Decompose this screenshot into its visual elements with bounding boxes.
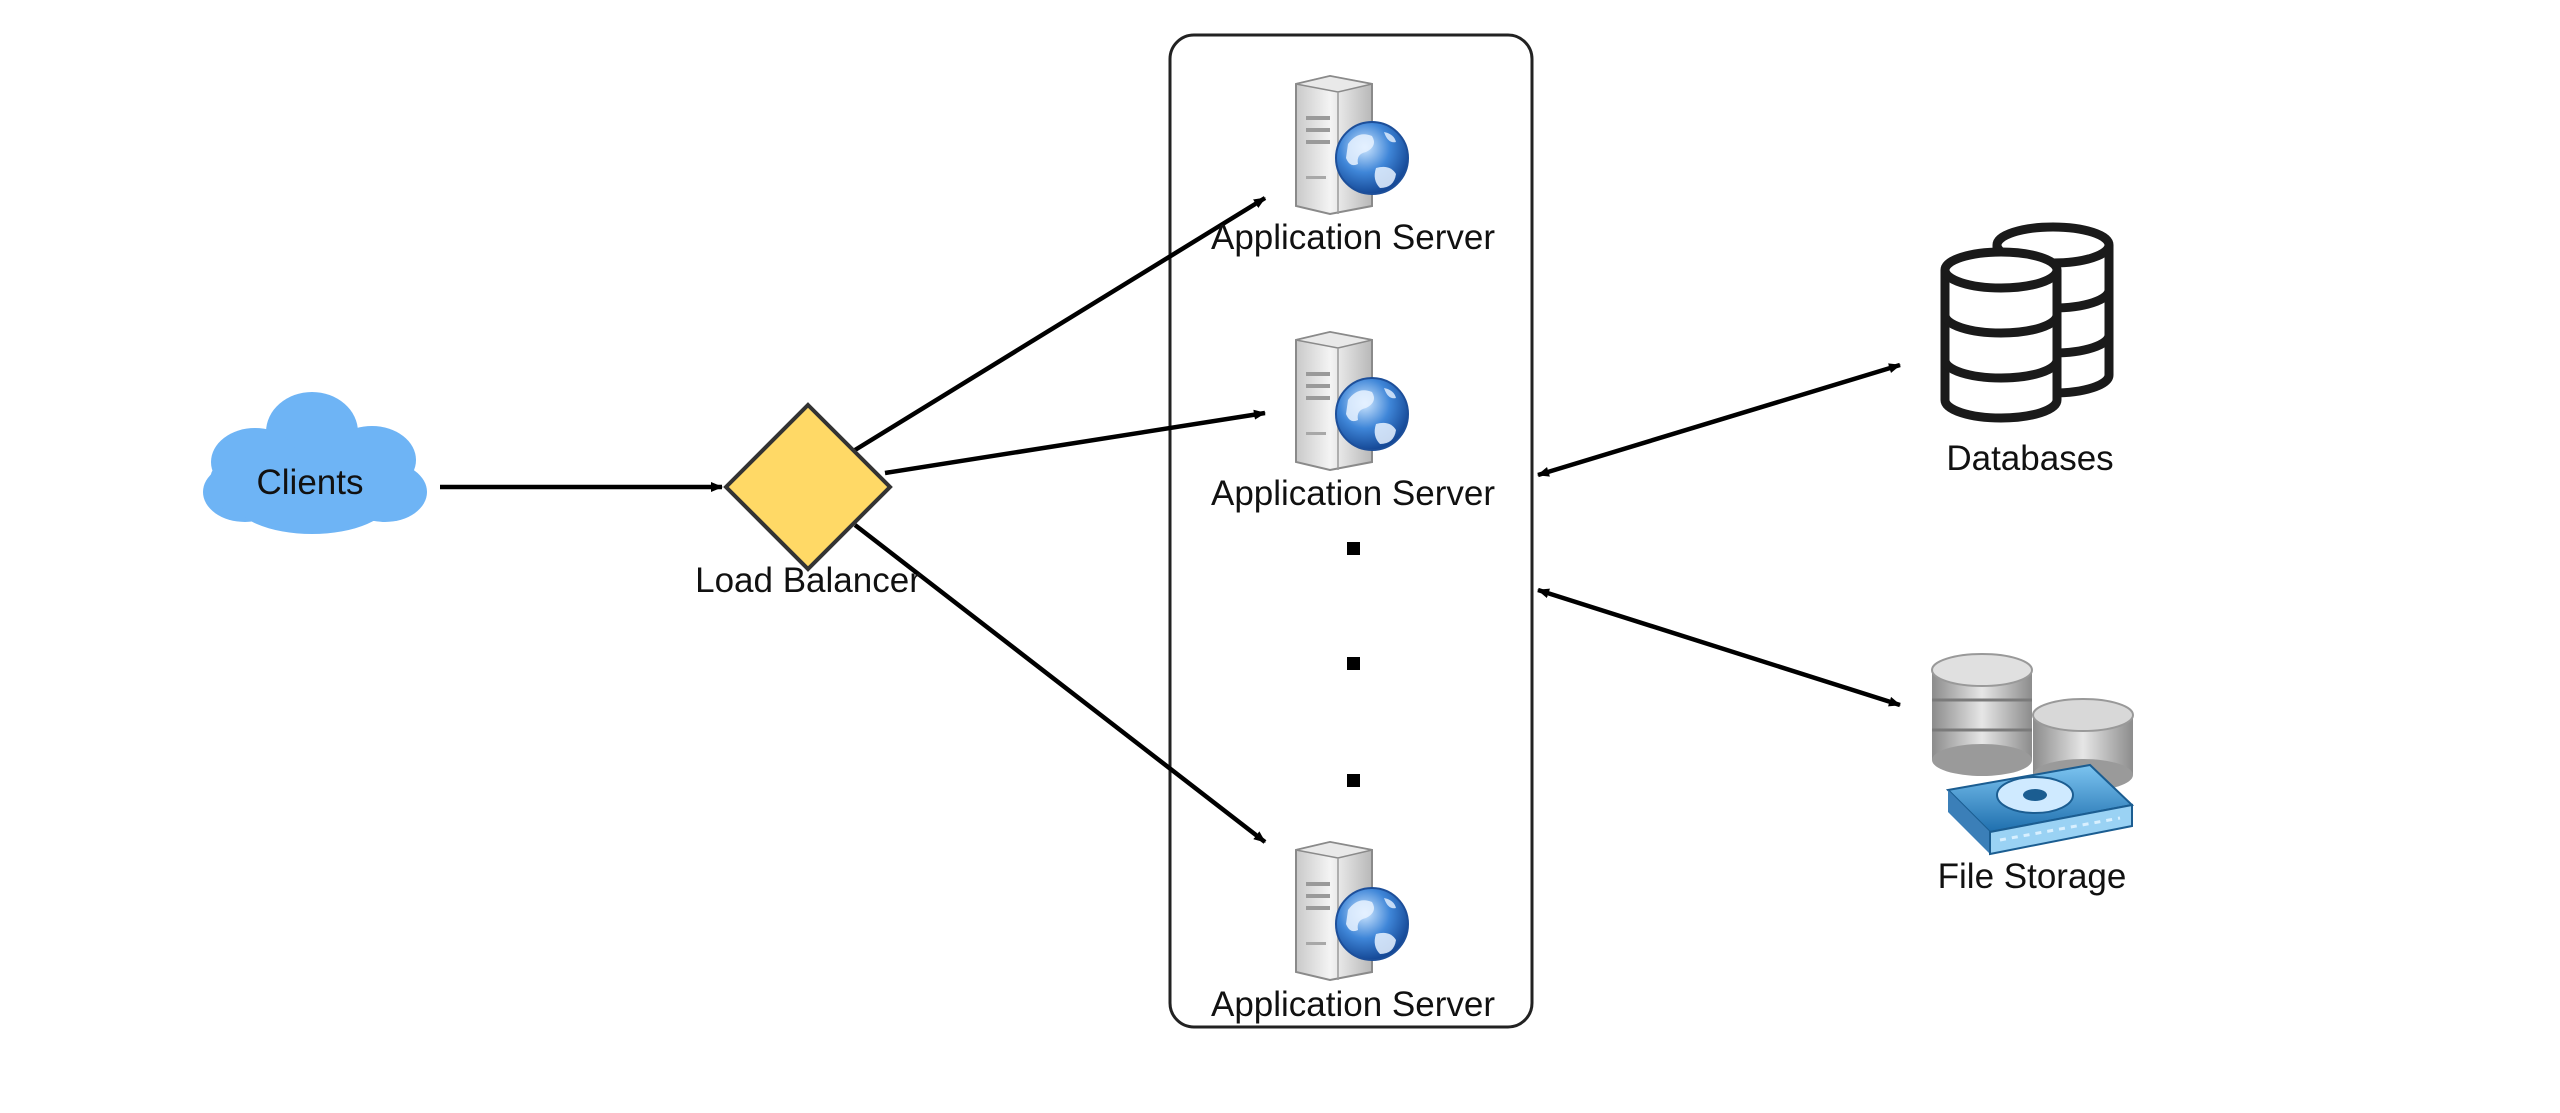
databases-node: Databases xyxy=(1940,222,2114,478)
database-stack-icon xyxy=(1940,222,2114,423)
clients-label: Clients xyxy=(257,463,364,502)
web-server-icon xyxy=(1295,841,1409,981)
databases-label: Databases xyxy=(1946,439,2113,478)
web-server-icon xyxy=(1295,331,1409,471)
web-server-icon xyxy=(1295,75,1409,215)
load-balancer-node: Load Balancer xyxy=(695,402,921,600)
app-server-1: Application Server xyxy=(1211,75,1495,257)
app-server-2: Application Server xyxy=(1211,331,1495,513)
ellipsis-dot xyxy=(1347,657,1360,670)
app-server-3: Application Server xyxy=(1211,841,1495,1024)
app-server-group xyxy=(1168,33,1534,1029)
arrow-lb-to-server-3 xyxy=(853,523,1267,844)
cloud-icon xyxy=(203,392,427,534)
more-servers-ellipsis xyxy=(1347,542,1360,787)
file-storage-node: File Storage xyxy=(1931,653,2135,896)
diamond-icon xyxy=(723,402,893,572)
load-balancer-label: Load Balancer xyxy=(695,561,921,600)
app-server-2-label: Application Server xyxy=(1211,474,1495,513)
arrow-lb-to-server-1 xyxy=(853,196,1267,452)
arrow-lb-to-server-2 xyxy=(884,409,1266,476)
ellipsis-dot xyxy=(1347,774,1360,787)
arrow-group-databases xyxy=(1537,362,1901,478)
clients-node: Clients xyxy=(203,392,427,534)
file-storage-label: File Storage xyxy=(1938,857,2127,896)
arrow-group-file-storage xyxy=(1537,587,1901,708)
app-server-1-label: Application Server xyxy=(1211,218,1495,257)
storage-drive-icon xyxy=(1931,653,2135,856)
app-server-3-label: Application Server xyxy=(1211,985,1495,1024)
ellipsis-dot xyxy=(1347,542,1360,555)
connections xyxy=(440,196,1901,844)
